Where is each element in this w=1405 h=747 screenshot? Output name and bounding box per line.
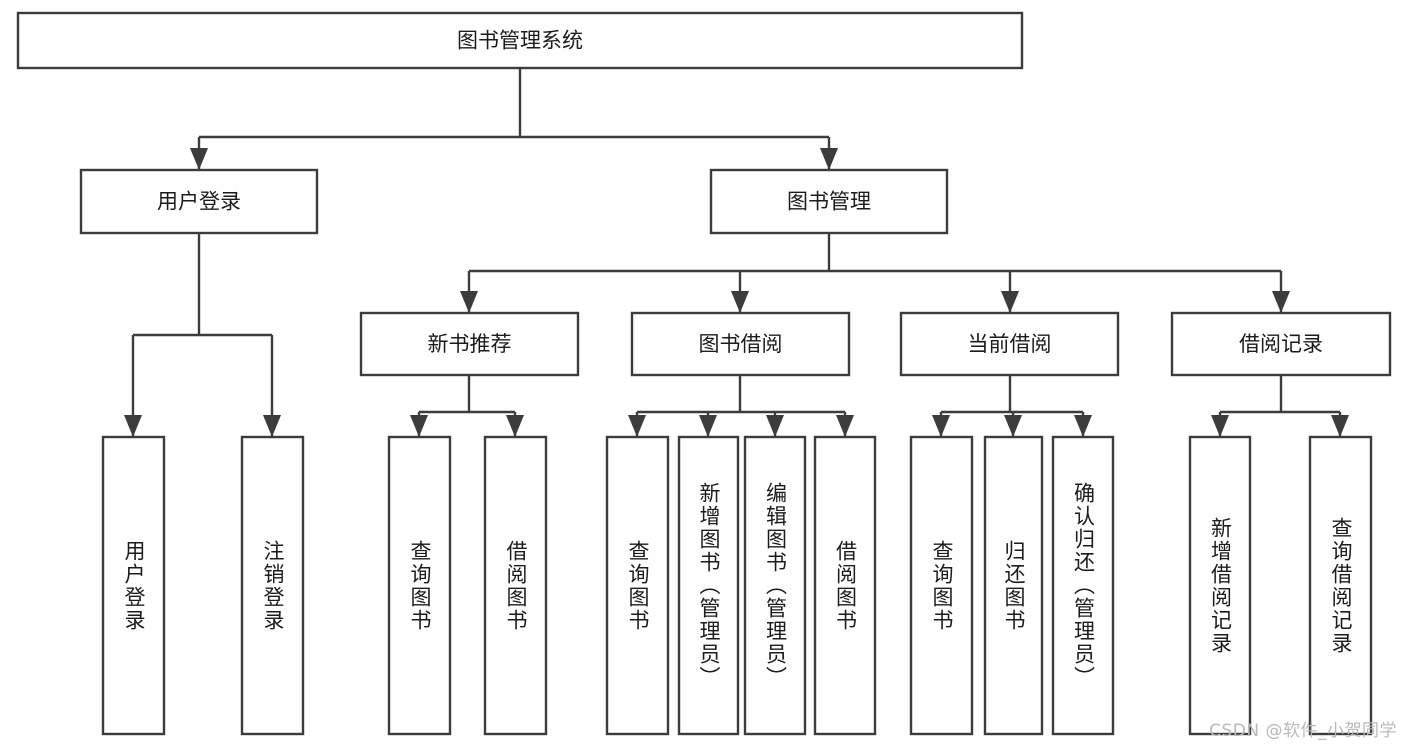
- manage-to-2-arrow-icon: [1001, 291, 1019, 313]
- node-box-leaf-3[interactable]: [483, 435, 548, 736]
- node-label-root: 图书管理系统: [457, 29, 583, 53]
- node-box-level3-1[interactable]: [630, 311, 851, 377]
- group-2-leaf-0-arrow-icon: [932, 415, 950, 437]
- node-label-level3-1: 图书借阅: [699, 332, 783, 356]
- node-box-leaf-12[interactable]: [1308, 435, 1373, 736]
- node-box-level2-0[interactable]: [79, 168, 319, 235]
- node-box-root[interactable]: [16, 11, 1024, 70]
- node-box-leaf-6[interactable]: [743, 435, 807, 736]
- node-box-leaf-5[interactable]: [677, 435, 740, 736]
- node-box-leaf-7[interactable]: [813, 435, 877, 736]
- node-box-leaf-1[interactable]: [240, 435, 305, 736]
- manage-to-0-arrow-icon: [460, 291, 478, 313]
- group-1-leaf-3-arrow-icon: [836, 415, 854, 437]
- node-box-level3-3[interactable]: [1170, 311, 1392, 377]
- node-label-level3-0: 新书推荐: [428, 332, 512, 356]
- node-box-leaf-8[interactable]: [909, 435, 974, 736]
- group-2-leaf-1-arrow-icon: [1004, 415, 1022, 437]
- group-3-leaf-0-arrow-icon: [1211, 415, 1229, 437]
- manage-to-1-arrow-icon: [731, 291, 749, 313]
- login-leaf-0-arrow-icon: [124, 415, 142, 437]
- node-box-leaf-2[interactable]: [387, 435, 452, 736]
- root-to-0-arrow-icon: [190, 148, 208, 170]
- group-2-leaf-2-arrow-icon: [1074, 415, 1092, 437]
- node-box-level3-2[interactable]: [899, 311, 1120, 377]
- group-1-leaf-1-arrow-icon: [699, 415, 717, 437]
- node-box-leaf-11[interactable]: [1188, 435, 1252, 736]
- watermark-text: CSDN @软件_小贺同学: [1209, 721, 1397, 741]
- node-label-level3-2: 当前借阅: [968, 332, 1052, 356]
- node-box-level2-1[interactable]: [709, 168, 949, 235]
- group-3-leaf-1-arrow-icon: [1331, 415, 1349, 437]
- node-box-leaf-9[interactable]: [983, 435, 1044, 736]
- node-box-level3-0[interactable]: [359, 311, 580, 377]
- node-label-level2-0: 用户登录: [157, 190, 241, 214]
- box-layer: [16, 11, 1392, 736]
- connector-layer: [124, 68, 1349, 437]
- group-0-leaf-1-arrow-icon: [506, 415, 524, 437]
- node-label-level3-3: 借阅记录: [1239, 332, 1323, 356]
- root-to-1-arrow-icon: [820, 148, 838, 170]
- group-1-leaf-0-arrow-icon: [628, 415, 646, 437]
- login-leaf-1-arrow-icon: [263, 415, 281, 437]
- group-0-leaf-0-arrow-icon: [410, 415, 428, 437]
- group-1-leaf-2-arrow-icon: [766, 415, 784, 437]
- node-box-leaf-0[interactable]: [101, 435, 166, 736]
- node-box-leaf-10[interactable]: [1051, 435, 1115, 736]
- node-box-leaf-4[interactable]: [605, 435, 670, 736]
- node-label-level2-1: 图书管理: [787, 190, 871, 214]
- manage-to-3-arrow-icon: [1272, 291, 1290, 313]
